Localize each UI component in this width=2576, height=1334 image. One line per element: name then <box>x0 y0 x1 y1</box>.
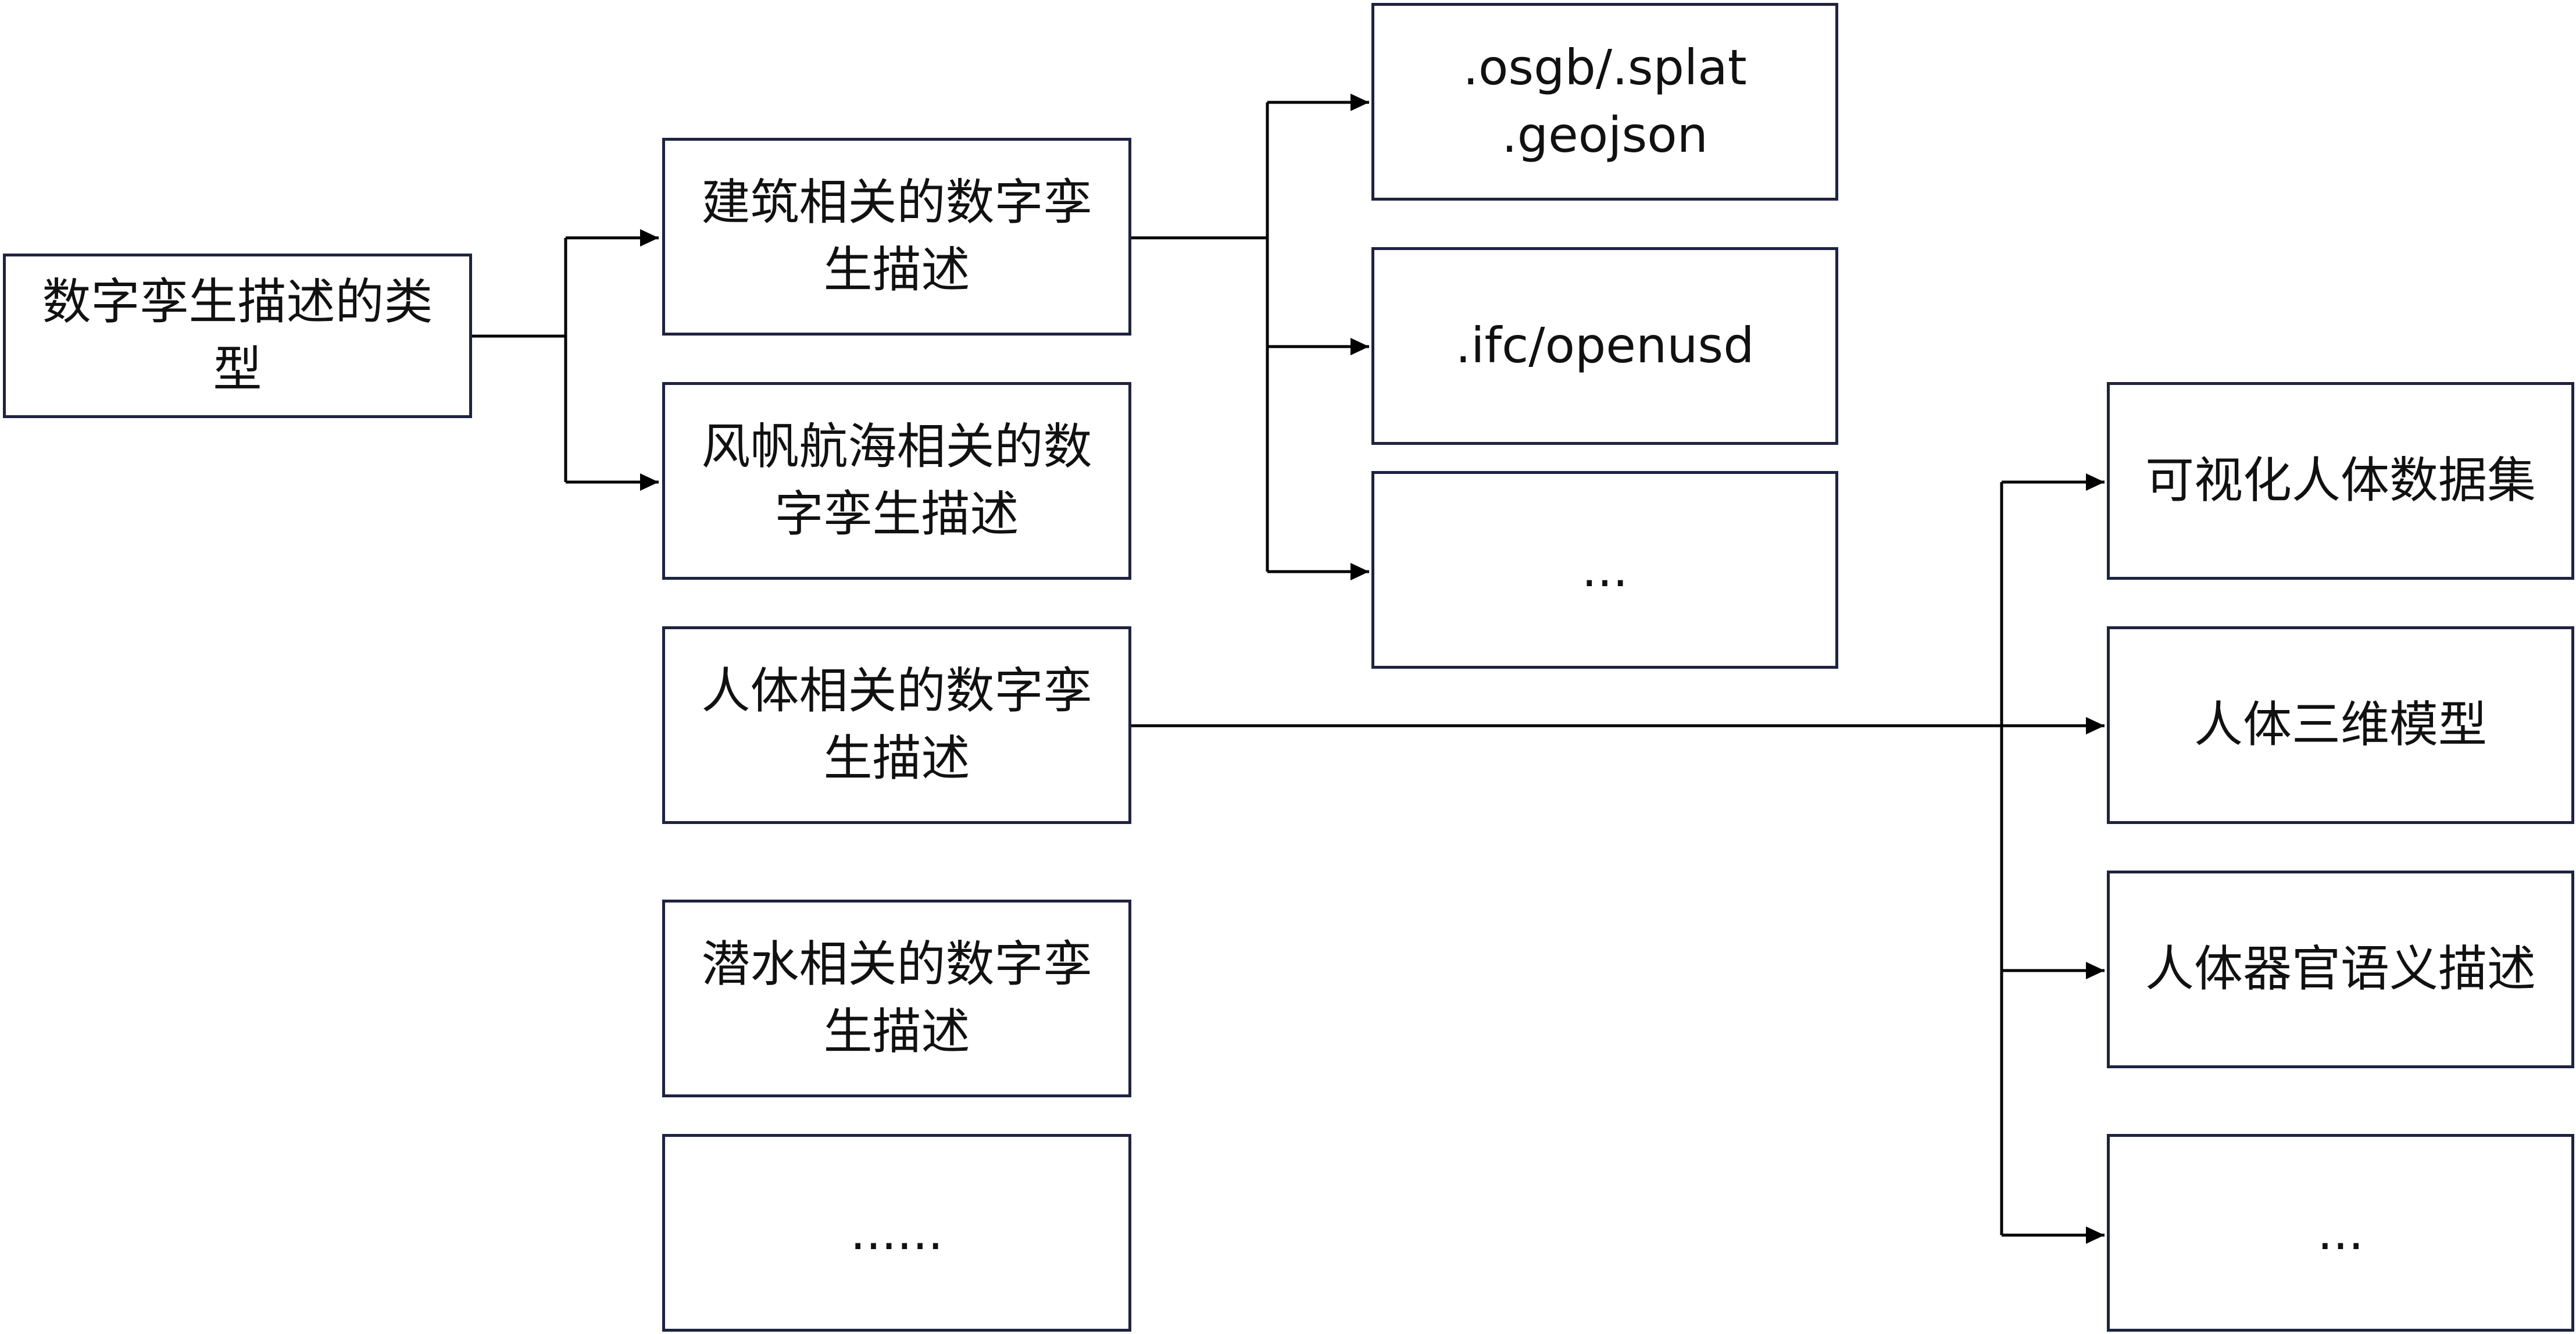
arrowhead <box>640 229 659 247</box>
category-sailing: 风帆航海相关的数字孪生描述 <box>662 382 1131 580</box>
root-label: 数字孪生描述的类型 <box>42 273 433 398</box>
category-diving: 潜水相关的数字孪生描述 <box>662 900 1131 1097</box>
category-human-label: 人体相关的数字孪生描述 <box>701 662 1092 787</box>
category-human: 人体相关的数字孪生描述 <box>662 626 1131 824</box>
category-diving-label: 潜水相关的数字孪生描述 <box>701 936 1092 1060</box>
root-node: 数字孪生描述的类型 <box>3 254 472 418</box>
human-item-3d-model: 人体三维模型 <box>2107 626 2574 824</box>
category-more: ...... <box>662 1134 1131 1332</box>
category-sailing-label: 风帆航海相关的数字孪生描述 <box>701 418 1092 543</box>
format-line: .ifc/openusd <box>1455 317 1755 374</box>
human-item-label: ... <box>2317 1204 2364 1261</box>
human-connector <box>1131 482 2003 1235</box>
human-item-label: 人体三维模型 <box>2193 696 2487 754</box>
format-line: ... <box>1581 541 1628 598</box>
human-item-label: 人体器官语义描述 <box>2145 940 2536 998</box>
arrowhead <box>1350 94 1369 111</box>
arrowhead <box>2086 473 2105 491</box>
arrowhead <box>2086 962 2105 979</box>
human-item-organ-semantics: 人体器官语义描述 <box>2107 871 2574 1068</box>
arrowhead <box>1350 338 1369 355</box>
category-more-label: ...... <box>850 1204 944 1261</box>
format-more: ... <box>1371 471 1838 669</box>
arrowhead <box>2086 1226 2105 1244</box>
format-line: .osgb/.splat <box>1463 39 1747 97</box>
human-item-visual-dataset: 可视化人体数据集 <box>2107 382 2574 580</box>
format-ifc-openusd: .ifc/openusd <box>1371 247 1838 445</box>
root-connector <box>472 238 567 482</box>
building-connector <box>1131 102 1269 572</box>
arrowhead <box>1350 563 1369 580</box>
human-item-label: 可视化人体数据集 <box>2145 452 2536 509</box>
arrowhead <box>640 473 659 491</box>
category-building-label: 建筑相关的数字孪生描述 <box>701 174 1092 298</box>
format-osgb-splat-geojson: .osgb/.splat .geojson <box>1371 3 1838 201</box>
human-item-more: ... <box>2107 1134 2574 1332</box>
format-line: .geojson <box>1502 106 1708 163</box>
arrowhead <box>2086 717 2105 734</box>
category-building: 建筑相关的数字孪生描述 <box>662 138 1131 336</box>
